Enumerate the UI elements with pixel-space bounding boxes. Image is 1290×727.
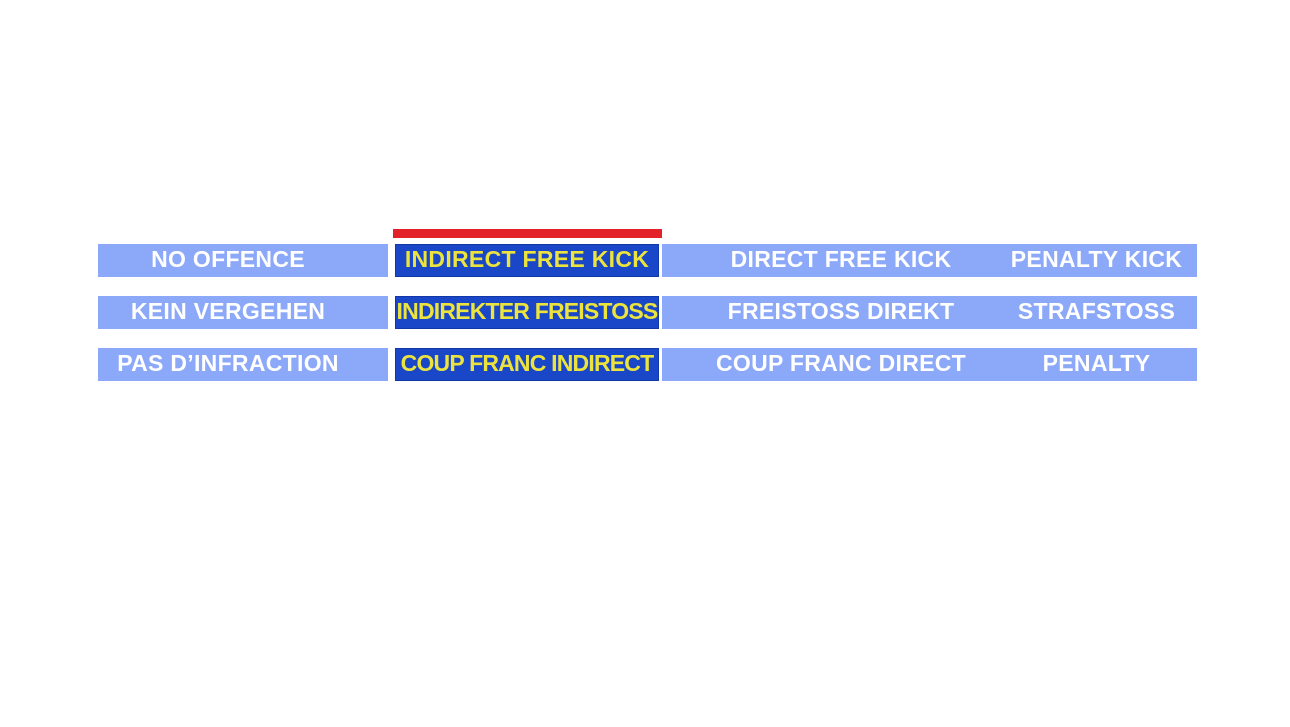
answer-row-english: NO OFFENCE INDIRECT FREE KICK DIRECT FRE… [0,244,1290,277]
option-coup-franc-direct[interactable]: COUP FRANC DIRECT [662,348,1020,381]
option-kein-vergehen-label: KEIN VERGEHEN [130,298,326,324]
option-strafstoss[interactable]: STRAFSTOSS [1017,296,1197,329]
option-penalty-label: PENALTY [1042,350,1151,376]
option-pas-d-infraction[interactable]: PAS D’INFRACTION [98,348,388,381]
option-penalty-kick[interactable]: PENALTY KICK [1011,244,1197,277]
answer-row-french: PAS D’INFRACTION COUP FRANC INDIRECT COU… [0,348,1290,381]
option-strafstoss-label: STRAFSTOSS [1017,298,1176,324]
selected-column-indicator [393,229,662,238]
answer-bar-right-french: COUP FRANC DIRECT PENALTY [662,348,1197,381]
option-direct-free-kick-label: DIRECT FREE KICK [730,246,952,272]
option-freistoss-direkt-label: FREISTOSS DIREKT [727,298,955,324]
option-penalty-kick-label: PENALTY KICK [1010,246,1183,272]
option-indirekter-freistoss[interactable]: INDIREKTER FREISTOSS [395,296,659,329]
option-no-offence-label: NO OFFENCE [151,246,305,272]
option-pas-d-infraction-label: PAS D’INFRACTION [117,350,339,376]
option-penalty[interactable]: PENALTY [1020,348,1197,381]
option-indirect-free-kick-label: INDIRECT FREE KICK [404,246,650,272]
answer-bar-right-english: DIRECT FREE KICK PENALTY KICK [662,244,1197,277]
option-no-offence[interactable]: NO OFFENCE [98,244,388,277]
option-indirekter-freistoss-label: INDIREKTER FREISTOSS [396,298,659,324]
answer-row-german: KEIN VERGEHEN INDIREKTER FREISTOSS FREIS… [0,296,1290,329]
option-direct-free-kick[interactable]: DIRECT FREE KICK [662,244,1020,277]
option-coup-franc-indirect[interactable]: COUP FRANC INDIRECT [395,348,659,381]
option-freistoss-direkt[interactable]: FREISTOSS DIREKT [662,296,1020,329]
answer-bar-right-german: FREISTOSS DIREKT STRAFSTOSS [662,296,1197,329]
option-indirect-free-kick[interactable]: INDIRECT FREE KICK [395,244,659,277]
option-coup-franc-indirect-label: COUP FRANC INDIRECT [400,350,655,376]
option-kein-vergehen[interactable]: KEIN VERGEHEN [98,296,388,329]
option-coup-franc-direct-label: COUP FRANC DIRECT [715,350,966,376]
